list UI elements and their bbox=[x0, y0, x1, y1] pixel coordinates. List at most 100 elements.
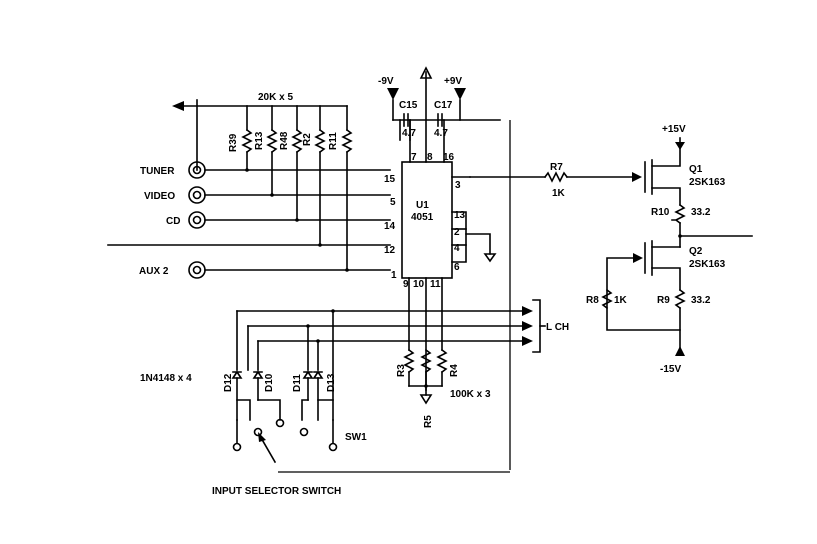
pin7-label: 7 bbox=[411, 152, 417, 163]
sw1-label: SW1 bbox=[345, 432, 367, 443]
pin5-label: 5 bbox=[390, 197, 396, 208]
pos9v-arrow-icon bbox=[454, 88, 466, 100]
resistor-r7 bbox=[543, 171, 569, 183]
pin12-label: 12 bbox=[384, 245, 396, 256]
c17-value: 4.7 bbox=[434, 128, 448, 139]
diode-d10-icon bbox=[252, 370, 264, 379]
r7-label: R7 bbox=[550, 162, 563, 173]
pin9-label: 9 bbox=[403, 279, 409, 290]
q1-label: Q1 bbox=[689, 164, 703, 175]
pin3-label: 3 bbox=[455, 180, 461, 191]
switch-contact-1 bbox=[232, 442, 242, 452]
resistor-network-100k: R3 R4 R5 100K x 3 bbox=[396, 348, 491, 428]
resistor-r4 bbox=[436, 348, 448, 374]
u1-4051-chip: U1 4051 15 5 14 12 1 7 8 16 3 13 2 4 6 9… bbox=[384, 71, 497, 391]
input-jacks: TUNER VIDEO CD AUX 2 bbox=[107, 161, 391, 279]
resistor-r11 bbox=[341, 128, 353, 154]
resistor-r3 bbox=[403, 348, 415, 374]
selector-switch-section: L CH 1N4148 x 4 D12 D10 D11 D13 bbox=[140, 299, 569, 497]
aux2-jack-icon bbox=[188, 261, 206, 279]
resistor-r2 bbox=[314, 128, 326, 154]
resistor-r8 bbox=[601, 288, 613, 310]
switch-contact-2 bbox=[253, 427, 263, 437]
r39-label: R39 bbox=[228, 133, 239, 152]
r48-label: R48 bbox=[279, 131, 290, 150]
lch-label: L CH bbox=[546, 322, 569, 333]
resistor-r39 bbox=[241, 128, 253, 154]
resistor-net-label: 20K x 5 bbox=[258, 92, 293, 103]
pin13-label: 13 bbox=[454, 210, 466, 221]
video-jack-icon bbox=[188, 186, 206, 204]
tuner-label: TUNER bbox=[140, 166, 175, 177]
d13-label: D13 bbox=[326, 373, 337, 392]
r11-label: R11 bbox=[328, 132, 339, 150]
r-net2-label: 100K x 3 bbox=[450, 389, 491, 400]
cd-jack-icon bbox=[188, 211, 206, 229]
r9-label: R9 bbox=[657, 295, 670, 306]
r13-label: R13 bbox=[254, 131, 265, 150]
r2-label: R2 bbox=[302, 133, 313, 146]
output-stage: R7 1K +15V Q1 2SK163 R10 33.2 Q2 2SK163 … bbox=[469, 124, 753, 375]
lch-arrow-1-icon bbox=[522, 306, 533, 316]
u1-part-label: 4051 bbox=[411, 212, 434, 223]
pin8-label: 8 bbox=[427, 152, 433, 163]
diode-d11-icon bbox=[302, 370, 314, 379]
resistor-r10 bbox=[671, 203, 686, 225]
r9-value: 33.2 bbox=[691, 295, 711, 306]
q2-part-label: 2SK163 bbox=[689, 259, 726, 270]
cd-label: CD bbox=[166, 216, 180, 227]
switch-contact-4 bbox=[299, 427, 309, 437]
switch-wiper-arrow-icon bbox=[258, 432, 266, 442]
neg15v-arrow-icon bbox=[675, 346, 685, 356]
r3-label: R3 bbox=[396, 364, 407, 377]
pos15v-label: +15V bbox=[662, 124, 686, 135]
switch-contact-5 bbox=[328, 442, 338, 452]
resistor-r13 bbox=[266, 128, 278, 154]
r8-value: 1K bbox=[614, 295, 628, 306]
u1-label: U1 bbox=[416, 200, 429, 211]
ground-icon bbox=[483, 253, 497, 263]
u1-body bbox=[401, 161, 453, 279]
neg9v-label: -9V bbox=[378, 76, 394, 87]
pin8-arrow-icon bbox=[419, 66, 433, 79]
switch-contact-3 bbox=[275, 418, 285, 428]
power-and-caps: -9V +9V C15 4.7 C17 4.7 bbox=[378, 66, 501, 141]
pin15-label: 15 bbox=[384, 174, 396, 185]
pin16-label: 16 bbox=[443, 152, 455, 163]
r10-label: R10 bbox=[651, 207, 670, 218]
lch-arrow-2-icon bbox=[522, 321, 533, 331]
pos15v-arrow-icon bbox=[675, 142, 685, 150]
neg9v-arrow-icon bbox=[387, 88, 399, 100]
d12-label: D12 bbox=[223, 373, 234, 392]
lch-arrow-3-icon bbox=[522, 336, 533, 346]
resistor-r48 bbox=[291, 128, 303, 154]
q2-label: Q2 bbox=[689, 246, 703, 257]
pin4-label: 4 bbox=[454, 243, 460, 254]
switch-title: INPUT SELECTOR SWITCH bbox=[212, 486, 341, 497]
c17-label: C17 bbox=[434, 100, 453, 111]
r5-label: R5 bbox=[423, 415, 434, 428]
diode-d12-icon bbox=[231, 370, 243, 379]
r4-label: R4 bbox=[449, 364, 460, 377]
diodes-label: 1N4148 x 4 bbox=[140, 373, 192, 384]
pin2-label: 2 bbox=[454, 227, 460, 238]
resistor-network-20k: 20K x 5 R39 R13 R48 R2 R11 bbox=[172, 92, 353, 271]
bus-arrow-icon bbox=[172, 101, 184, 111]
q1-part-label: 2SK163 bbox=[689, 177, 726, 188]
r-net-down-arrow-icon bbox=[419, 394, 433, 405]
pin6-label: 6 bbox=[454, 262, 460, 273]
pin14-label: 14 bbox=[384, 221, 396, 232]
diode-d13-icon bbox=[312, 370, 324, 379]
c15-value: 4.7 bbox=[402, 128, 416, 139]
r10-value: 33.2 bbox=[691, 207, 711, 218]
pin1-label: 1 bbox=[391, 270, 397, 281]
r8-label: R8 bbox=[586, 295, 599, 306]
resistor-r9 bbox=[674, 288, 686, 310]
pin10-label: 10 bbox=[413, 279, 425, 290]
d10-label: D10 bbox=[264, 373, 275, 392]
r7-value: 1K bbox=[552, 188, 566, 199]
c15-label: C15 bbox=[399, 100, 418, 111]
neg15v-label: -15V bbox=[660, 364, 681, 375]
d11-label: D11 bbox=[292, 374, 303, 392]
